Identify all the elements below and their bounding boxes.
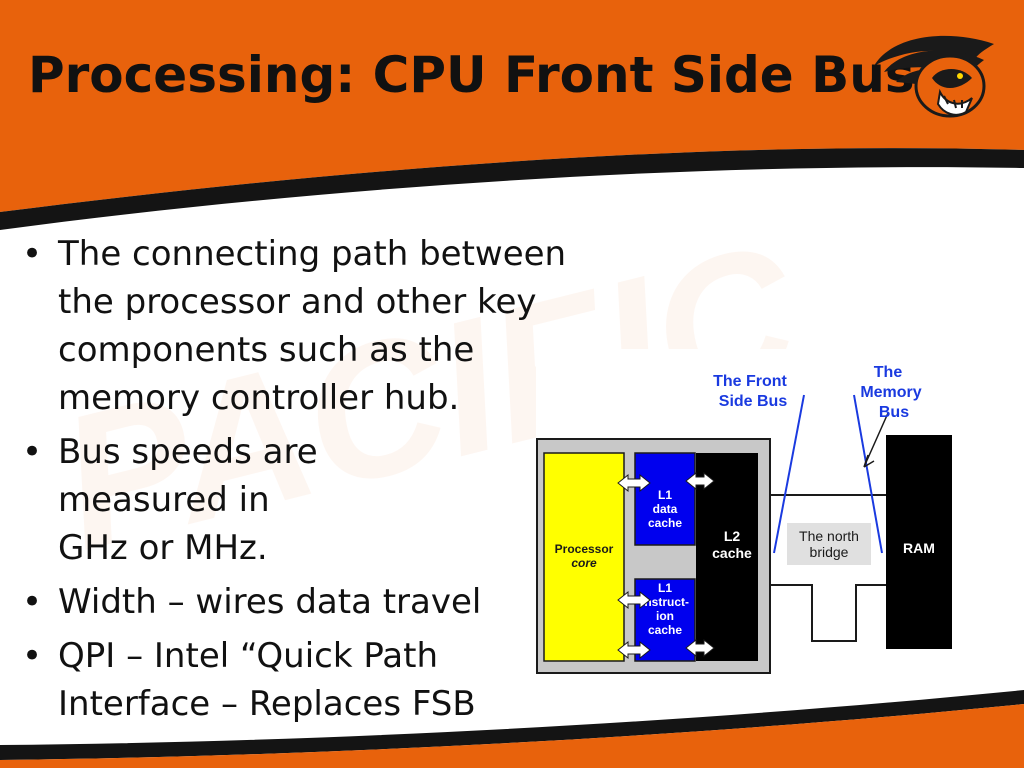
arrow-processor-l1-bottom bbox=[617, 640, 651, 660]
l1-data-label-line: data bbox=[653, 502, 678, 516]
north-bridge-channel bbox=[770, 494, 886, 642]
arrow-l1-l2-bottom bbox=[685, 638, 715, 658]
bullet-text: The connecting path between the processo… bbox=[58, 234, 567, 418]
front-side-bus-pointer bbox=[773, 394, 805, 554]
bullet-item: Width – wires data travel bbox=[20, 578, 620, 626]
processor-core-block bbox=[543, 452, 625, 662]
page-title: Processing: CPU Front Side Bus bbox=[28, 46, 915, 104]
memory-bus-arrow bbox=[863, 412, 889, 468]
l1-data-label-line: L1 bbox=[658, 488, 672, 502]
top-swoosh-black bbox=[0, 148, 1024, 230]
bullet-text: Width – wires data travel bbox=[58, 582, 482, 622]
bullet-text: Bus speeds are measured in GHz or MHz. bbox=[58, 432, 318, 568]
bullet-item: Bus speeds are measured in GHz or MHz. bbox=[20, 428, 620, 572]
ram-block bbox=[886, 435, 952, 649]
front-side-bus-label-line: The Front bbox=[713, 373, 787, 390]
bottom-orange-band bbox=[0, 704, 1024, 768]
top-orange-band bbox=[0, 0, 1024, 212]
arrow-processor-l1-data bbox=[617, 473, 651, 493]
memory-bus-label-line: Bus bbox=[879, 404, 909, 421]
memory-bus-pointer bbox=[853, 394, 883, 554]
bullet-item: The connecting path between the processo… bbox=[20, 230, 620, 422]
ram-label: RAM bbox=[903, 540, 935, 556]
memory-bus-label-line: The bbox=[874, 364, 903, 381]
arrow-processor-l1-instruction bbox=[617, 590, 651, 610]
l2-label-line: cache bbox=[712, 545, 752, 561]
bullet-list: The connecting path between the processo… bbox=[20, 230, 620, 734]
l1-instruction-label-line: instruct- bbox=[641, 595, 689, 609]
l2-label-line: L2 bbox=[724, 528, 741, 544]
north-bridge-label-bg bbox=[787, 523, 871, 565]
l1-instruction-label-line: cache bbox=[648, 623, 682, 637]
fsb-diagram: Processor core L1 data cache L1 instruct… bbox=[536, 349, 974, 684]
north-bridge-label-line: bridge bbox=[810, 544, 849, 560]
l1-instruction-label-line: L1 bbox=[658, 581, 672, 595]
l1-instruction-label-line: ion bbox=[656, 609, 674, 623]
bullet-text: QPI – Intel “Quick Path Interface – Repl… bbox=[58, 636, 476, 724]
l1-data-cache-block bbox=[634, 452, 696, 546]
north-bridge-label-line: The north bbox=[799, 528, 859, 544]
tiger-logo bbox=[874, 35, 994, 118]
bottom-swoosh-black bbox=[0, 690, 1024, 760]
arrow-l1-l2-top bbox=[685, 471, 715, 491]
front-side-bus-label-line: Side Bus bbox=[719, 393, 788, 410]
processor-label: Processor bbox=[555, 542, 614, 556]
l1-data-label-line: cache bbox=[648, 516, 682, 530]
bullet-item: QPI – Intel “Quick Path Interface – Repl… bbox=[20, 632, 620, 728]
memory-bus-label-line: Memory bbox=[860, 384, 921, 401]
core-label: core bbox=[571, 556, 597, 570]
